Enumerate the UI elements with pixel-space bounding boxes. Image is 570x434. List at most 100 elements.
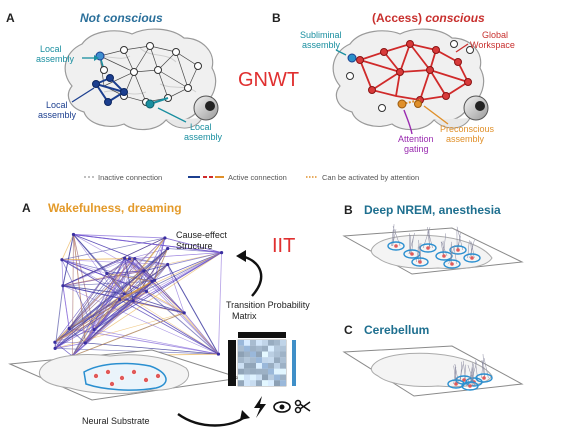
cluster-edge bbox=[462, 360, 466, 381]
ces-edge bbox=[73, 234, 135, 259]
tpm-cell bbox=[244, 368, 250, 375]
ces-edge bbox=[54, 237, 166, 349]
panel-letter: B bbox=[272, 11, 281, 25]
label-tpm-1: Transition Probability bbox=[226, 300, 310, 310]
cluster-edge bbox=[469, 239, 475, 259]
cluster-edge bbox=[481, 360, 484, 379]
iit-label: IIT bbox=[272, 235, 295, 257]
ces-edge bbox=[61, 237, 165, 261]
ces-edge bbox=[146, 264, 168, 292]
ces-edge bbox=[72, 312, 185, 357]
label-local-assembly-left: Local assembly bbox=[38, 87, 95, 120]
label-global-workspace: Global Workspace bbox=[455, 30, 515, 53]
ces-edge bbox=[62, 285, 219, 355]
panel-title: Wakefulness, dreaming bbox=[48, 201, 182, 215]
svg-text:Subliminal: Subliminal bbox=[300, 30, 342, 40]
legend-attention: Can be activated by attention bbox=[322, 173, 419, 182]
svg-text:Attention: Attention bbox=[398, 134, 434, 144]
ces-node bbox=[150, 279, 154, 284]
brain-outline bbox=[332, 28, 485, 131]
ces-node bbox=[133, 256, 137, 261]
cluster-edge bbox=[419, 242, 422, 263]
legend-inactive: Inactive connection bbox=[98, 173, 162, 182]
tpm-cell bbox=[256, 380, 262, 386]
cluster-edge bbox=[453, 367, 457, 385]
cluster-edge bbox=[470, 241, 473, 259]
brain-outline bbox=[64, 28, 217, 131]
tpm-cell bbox=[280, 351, 286, 358]
tpm-cell bbox=[250, 380, 256, 386]
tpm-cell bbox=[268, 340, 274, 346]
ces-edge bbox=[61, 259, 147, 292]
tpm-cell bbox=[268, 380, 274, 386]
tpm-cell bbox=[238, 368, 244, 375]
ces-node bbox=[166, 262, 170, 267]
ces-edge bbox=[129, 258, 219, 355]
ces-node bbox=[92, 327, 96, 332]
ces-edge bbox=[54, 270, 145, 349]
eye-icon bbox=[193, 95, 219, 121]
label-attention-gating: Attention gating bbox=[398, 109, 434, 154]
ces-edge bbox=[62, 257, 125, 287]
ces-edge bbox=[134, 258, 185, 314]
cluster-ring bbox=[435, 251, 453, 261]
panel-title: Not conscious bbox=[80, 11, 163, 25]
panel-title: (Access) conscious bbox=[372, 11, 485, 25]
ces-edge bbox=[73, 234, 134, 302]
tpm-cell bbox=[268, 363, 274, 369]
tpm-cell bbox=[262, 357, 268, 363]
svg-text:assembly: assembly bbox=[184, 132, 223, 142]
inactive-nodes bbox=[346, 40, 474, 112]
tpm-cell bbox=[262, 340, 268, 346]
ces-node bbox=[166, 246, 170, 251]
panel-letter: C bbox=[344, 323, 353, 337]
ces-edge bbox=[132, 248, 168, 302]
arrowhead bbox=[236, 250, 246, 262]
cluster-node bbox=[418, 260, 422, 264]
tpm-cell bbox=[244, 357, 250, 363]
svg-text:Preconscious: Preconscious bbox=[440, 124, 495, 134]
ces-edge bbox=[54, 252, 222, 343]
tpm-cell bbox=[238, 357, 244, 363]
ces-edge bbox=[129, 252, 222, 259]
cluster-ring bbox=[475, 373, 493, 383]
local-assembly-right bbox=[145, 97, 169, 109]
ces-edge bbox=[68, 258, 125, 329]
ces-edge bbox=[54, 285, 64, 349]
ces-node bbox=[53, 346, 57, 351]
panel-title: Deep NREM, anesthesia bbox=[364, 203, 501, 217]
tpm-cell bbox=[280, 345, 286, 352]
cluster-node bbox=[454, 382, 458, 386]
ces-node bbox=[83, 341, 87, 345]
eye-icon bbox=[463, 95, 489, 121]
tpm-cell bbox=[256, 351, 262, 358]
iit-panel-b: B Deep NREM, anesthesia bbox=[342, 203, 524, 275]
cluster-ring bbox=[461, 381, 479, 391]
svg-text:Local: Local bbox=[40, 44, 62, 54]
ces-node bbox=[61, 284, 65, 288]
tpm-cell bbox=[238, 363, 244, 369]
arrowhead bbox=[240, 410, 250, 420]
gnwt-label: GNWT bbox=[238, 69, 299, 91]
cluster-node bbox=[468, 384, 472, 388]
cluster-edge bbox=[457, 232, 461, 251]
ces-edge bbox=[85, 252, 222, 344]
ces-edge bbox=[183, 312, 219, 355]
tpm-cell bbox=[244, 345, 250, 352]
label-cause-effect-2: Structure bbox=[176, 241, 213, 251]
label-local-assembly-top: Local assembly bbox=[36, 44, 99, 64]
cluster-node bbox=[410, 252, 414, 256]
ces-node bbox=[182, 311, 186, 315]
ces-edge bbox=[61, 259, 95, 330]
cluster-edge bbox=[454, 364, 457, 385]
tpm-cell bbox=[262, 363, 268, 369]
ces-node bbox=[219, 250, 224, 255]
brain-sulci bbox=[95, 47, 197, 95]
cluster-node bbox=[442, 254, 446, 258]
cluster-edge bbox=[459, 364, 464, 381]
ces-node bbox=[105, 271, 109, 276]
ces-node bbox=[53, 340, 57, 344]
ces-edge bbox=[124, 258, 134, 301]
tpm-cell bbox=[238, 345, 244, 352]
